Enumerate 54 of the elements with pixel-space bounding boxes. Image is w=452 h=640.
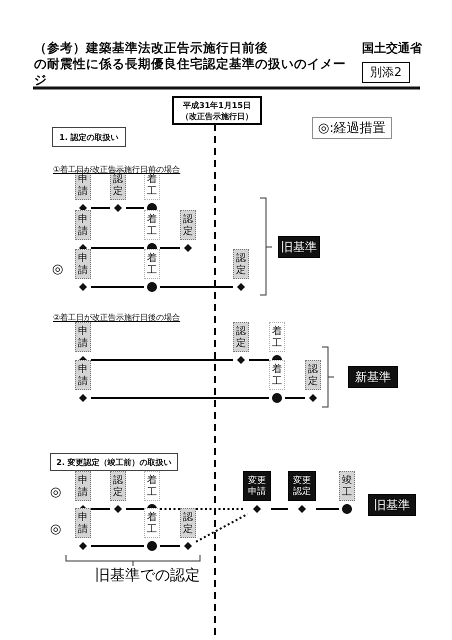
event-tile: 申請	[75, 322, 91, 352]
timeline-segment	[160, 545, 180, 547]
event-tile: 着工	[144, 471, 160, 501]
standard-box: 新基準	[348, 366, 398, 388]
title: （参考）建築基準法改正告示施行日前後の耐震性に係る長期優良住宅認定基準の扱いのイメージ	[34, 40, 346, 88]
date-box: 平成31年1月15日（改正告示施行日）	[172, 96, 262, 125]
timeline-segment	[91, 286, 144, 288]
timeline-segment	[316, 508, 339, 510]
timeline-segment	[91, 545, 144, 547]
event-tile: 認定	[180, 508, 196, 538]
dotted-connector	[196, 513, 248, 543]
heading-box: 1. 認定の取扱い	[52, 127, 126, 147]
timeline-segment	[160, 286, 233, 288]
dotted-connector	[160, 508, 243, 510]
event-tile: 申請	[75, 508, 91, 538]
event-tile: 着工	[144, 508, 160, 538]
timeline-segment	[249, 359, 269, 361]
event-tile: 竣工	[339, 471, 355, 501]
event-tile: 着工	[269, 360, 285, 390]
standard-box: 旧基準	[368, 494, 416, 516]
event-tile: 認定	[233, 322, 249, 352]
event-tile: 着工	[144, 210, 160, 240]
timeline-segment	[126, 207, 144, 209]
event-tile: 申請	[75, 249, 91, 279]
transition-mark: ◎	[50, 522, 62, 537]
event-tile: 着工	[144, 249, 160, 279]
event-tile: 申請	[75, 360, 91, 390]
event-tile: 着工	[269, 322, 285, 352]
timeline-segment	[285, 397, 305, 399]
case-heading: ②着工日が改正告示施行日後の場合	[53, 312, 180, 323]
timeline-segment	[91, 359, 233, 361]
timeline-segment	[126, 508, 144, 510]
timeline-segment	[91, 508, 110, 510]
timeline-segment	[91, 247, 144, 249]
event-tile: 認定	[110, 471, 126, 501]
event-tile: 変更申請	[243, 471, 271, 501]
event-tile: 変更認定	[288, 471, 316, 501]
event-tile: 認定	[305, 360, 321, 390]
heading-box: 2. 変更認定（竣工前）の取扱い	[50, 453, 178, 471]
transition-mark: ◎	[52, 262, 64, 277]
timeline-segment	[91, 207, 110, 209]
timeline-segment	[91, 397, 269, 399]
label-box: 別添2	[362, 62, 410, 83]
transition-mark: ◎	[50, 485, 62, 500]
event-tile: 申請	[75, 210, 91, 240]
event-tile: 申請	[75, 471, 91, 501]
timeline-segment	[271, 508, 288, 510]
agency-name: 国土交通省	[362, 40, 422, 57]
bracket-label: 旧基準での認定	[95, 566, 200, 585]
timeline-segment	[160, 247, 180, 249]
event-tile: 認定	[180, 210, 196, 240]
legend-note: ◎:経過措置	[312, 117, 392, 139]
event-tile: 認定	[233, 249, 249, 279]
standard-box: 旧基準	[278, 236, 320, 258]
